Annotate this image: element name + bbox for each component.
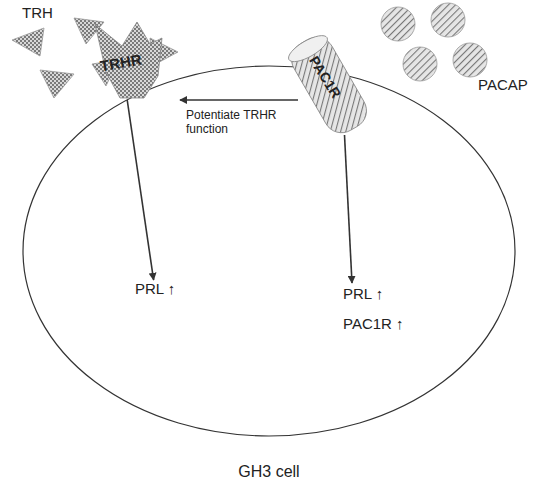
pacap-circle (381, 7, 415, 41)
node-text: PRL ↑ (343, 285, 383, 302)
pacap-circle (431, 3, 465, 37)
ligand-label: TRH (22, 4, 53, 21)
arrow-connector (180, 99, 298, 101)
node-text: PRL ↑ (135, 280, 175, 297)
diagram-node: TRHR (92, 18, 180, 100)
diagram-node: PAC1R (298, 35, 360, 135)
receptor-shape (95, 22, 162, 98)
trh-triangle (40, 70, 74, 98)
trh-triangle (12, 28, 44, 56)
cell-membrane (23, 66, 515, 436)
edge-label: Potentiate TRHR function (186, 108, 301, 136)
arrow-connector (345, 135, 353, 283)
output-node: PRL ↑ (135, 280, 197, 302)
output-node: PRL ↑ PAC1R ↑ (335, 283, 420, 335)
pacap-circle (453, 43, 487, 77)
ligand-label: PACAP (478, 76, 528, 93)
receptor-shape (285, 31, 373, 140)
receptor-group (285, 31, 373, 140)
node-text: PAC1R ↑ (343, 315, 404, 332)
arrow-connector (127, 100, 153, 280)
pacap-circle (403, 47, 437, 81)
node-text: GH3 cell (22, 463, 516, 481)
